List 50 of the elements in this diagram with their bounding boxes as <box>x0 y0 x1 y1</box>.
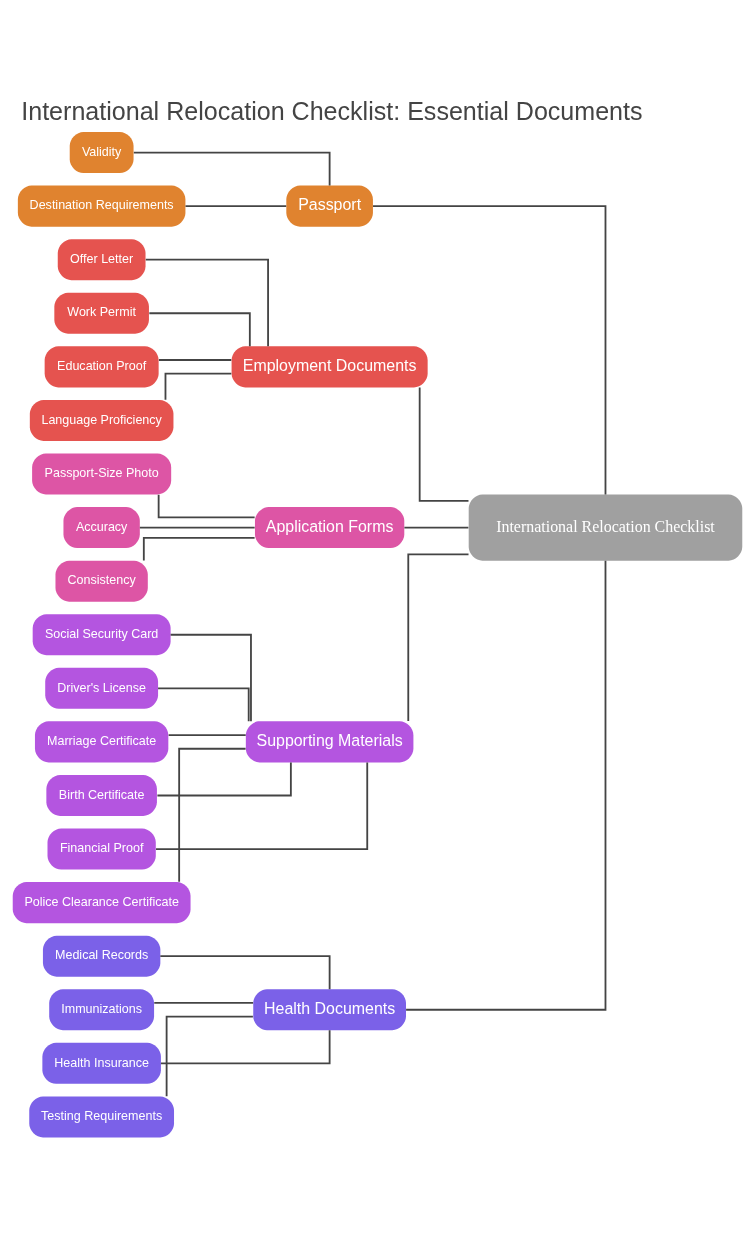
node-box: Testing Requirements <box>29 1096 175 1138</box>
node-box: Employment Documents <box>231 346 428 388</box>
connector <box>165 1015 254 1098</box>
connector <box>158 359 233 361</box>
connector <box>144 258 269 348</box>
connector <box>403 526 470 529</box>
node-box: Destination Requirements <box>17 185 186 227</box>
connector <box>169 633 252 723</box>
node-box: Health Documents <box>253 989 406 1031</box>
connector <box>156 761 292 797</box>
node-box: Accuracy <box>63 507 140 549</box>
node-box: Medical Records <box>42 935 161 977</box>
connector <box>160 1029 331 1065</box>
connector <box>157 493 256 519</box>
node-box: Validity <box>69 132 134 174</box>
node-box: Police Clearance Certificate <box>12 882 191 924</box>
node-box: Passport-Size Photo <box>32 453 172 495</box>
connector <box>155 761 369 850</box>
connector <box>132 151 331 187</box>
node-box: Marriage Certificate <box>34 721 169 763</box>
node-box: Passport <box>286 185 373 227</box>
connector <box>167 734 247 736</box>
node-box: Work Permit <box>54 292 149 334</box>
connector <box>138 526 256 529</box>
node-box: Supporting Materials <box>245 721 414 763</box>
node-box: Social Security Card <box>32 614 171 656</box>
node-box: Consistency <box>55 560 148 602</box>
connector <box>153 1002 254 1004</box>
connector <box>142 536 256 562</box>
connector <box>159 955 331 991</box>
node-box: Immunizations <box>49 989 155 1031</box>
node-box: Application Forms <box>254 507 405 549</box>
diagram-title: International Relocation Checklist: Essential Documents <box>21 97 643 126</box>
node-box: Birth Certificate <box>46 774 157 816</box>
node-box: Driver's License <box>45 667 159 709</box>
connector <box>372 205 607 496</box>
connector <box>184 205 288 208</box>
node-box: Health Insurance <box>42 1042 161 1084</box>
node-box: Offer Letter <box>57 239 146 281</box>
connector <box>157 687 250 723</box>
connector <box>148 312 251 348</box>
node-box: Education Proof <box>44 346 159 388</box>
node-box: International Relocation Checklist <box>468 494 743 561</box>
connector <box>178 747 247 883</box>
connector <box>164 372 233 401</box>
connector <box>405 559 607 1011</box>
node-box: Financial Proof <box>47 828 156 870</box>
connector <box>418 386 470 502</box>
connector <box>407 553 470 722</box>
node-box: Language Proficiency <box>29 399 174 441</box>
